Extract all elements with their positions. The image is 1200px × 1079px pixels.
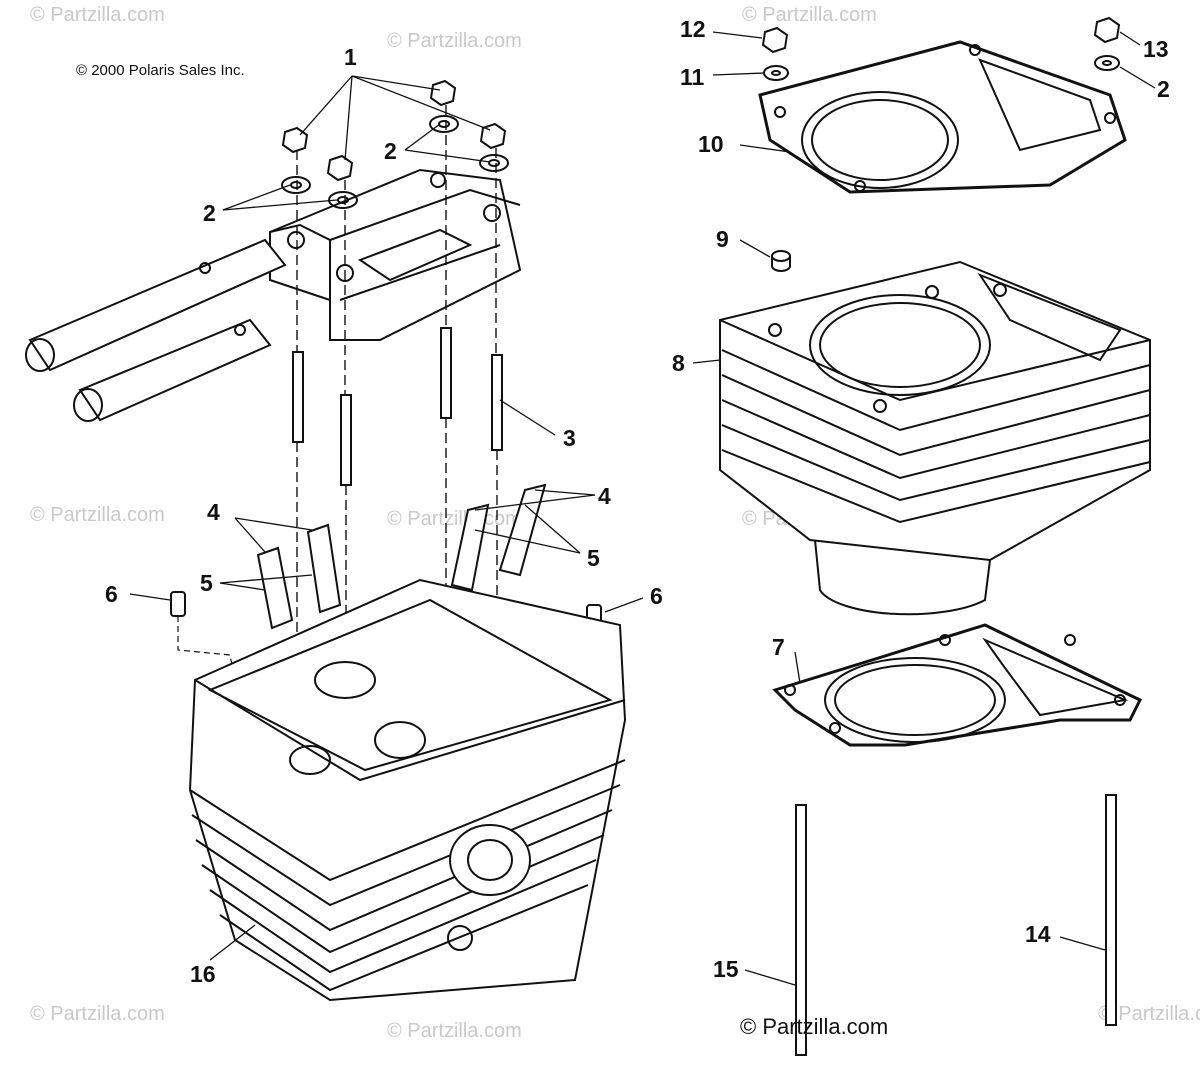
callout-2: 2 [384, 138, 397, 164]
rocker-shaft [73, 318, 272, 422]
cylinder-stud [795, 794, 1117, 1056]
flange-nut [281, 79, 507, 182]
watermark: © Partzilla.com [742, 4, 877, 26]
watermark: © Partzilla.com [387, 30, 522, 52]
callout-2: 2 [1157, 76, 1170, 102]
leader-line [129, 31, 1156, 986]
callout-10: 10 [698, 131, 724, 157]
base-gasket [772, 623, 1143, 747]
callout-4: 4 [207, 499, 220, 525]
copyright-notice: © 2000 Polaris Sales Inc. [76, 62, 245, 79]
watermark: © Partzilla.com [30, 1003, 165, 1025]
callout-6: 6 [650, 583, 663, 609]
footer-watermark: © Partzilla.com [740, 1014, 889, 1039]
callout-8: 8 [672, 350, 685, 376]
rocker-shaft [25, 238, 287, 372]
watermark: © Partzilla.com [30, 4, 165, 26]
callout-3: 3 [563, 425, 576, 451]
callout-16: 16 [190, 961, 216, 987]
watermark: © Partzilla.com [1098, 1003, 1200, 1025]
callout-15: 15 [713, 956, 739, 982]
cylinder [719, 260, 1151, 616]
watermark: © Partzilla.com [387, 508, 522, 530]
flange-nut [761, 16, 1121, 54]
callout-2: 2 [203, 200, 216, 226]
callout-9: 9 [716, 226, 729, 252]
callout-12: 12 [680, 16, 706, 42]
callout-14: 14 [1025, 921, 1051, 947]
stud [292, 327, 503, 486]
callout-4: 4 [598, 483, 611, 509]
head-cover-gasket [758, 40, 1127, 194]
callout-5: 5 [587, 545, 600, 571]
cylinder-head [188, 578, 627, 1002]
callout-13: 13 [1143, 36, 1169, 62]
callout-1: 1 [344, 44, 357, 70]
callout-7: 7 [772, 634, 785, 660]
valve-guide [256, 483, 547, 630]
dowel-pin [771, 250, 791, 272]
rocker-support [269, 168, 522, 341]
watermark: © Partzilla.com [30, 504, 165, 526]
watermark: © Partzilla.com [387, 1020, 522, 1042]
callout-6: 6 [105, 581, 118, 607]
callout-5: 5 [200, 570, 213, 596]
callout-11: 11 [680, 64, 705, 90]
